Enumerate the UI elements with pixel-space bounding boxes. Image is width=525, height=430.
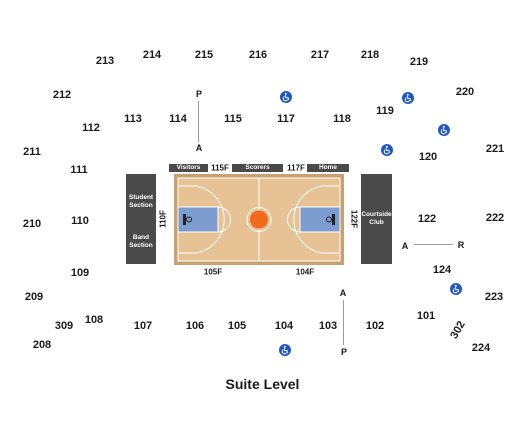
center-circle xyxy=(246,207,272,232)
section-124[interactable]: 124 xyxy=(432,264,452,276)
wheelchair-icon[interactable] xyxy=(402,92,414,104)
section-101[interactable]: 101 xyxy=(416,310,436,322)
section-302[interactable]: 302 xyxy=(448,319,468,341)
section-109[interactable]: 109 xyxy=(70,267,90,279)
section-119[interactable]: 119 xyxy=(376,105,394,117)
level-title: Suite Level xyxy=(225,376,300,392)
band-section-label: Band Section xyxy=(129,234,153,249)
section-102[interactable]: 102 xyxy=(365,320,385,332)
section-216[interactable]: 216 xyxy=(248,49,268,61)
visitors-bench-bar: Visitors xyxy=(169,164,208,172)
section-213[interactable]: 213 xyxy=(95,55,115,67)
section-120[interactable]: 120 xyxy=(418,151,438,163)
aisle-line-right xyxy=(414,244,453,245)
section-118[interactable]: 118 xyxy=(333,113,351,125)
marker-p-bottom: P xyxy=(340,347,348,357)
section-105[interactable]: 105 xyxy=(227,320,247,332)
section-212[interactable]: 212 xyxy=(52,89,72,101)
section-218[interactable]: 218 xyxy=(360,49,380,61)
section-115[interactable]: 115 xyxy=(224,113,242,125)
section-223[interactable]: 223 xyxy=(484,291,504,303)
section-104[interactable]: 104 xyxy=(274,320,294,332)
floor-section-115f[interactable]: 115F xyxy=(211,163,229,173)
section-224[interactable]: 224 xyxy=(471,342,491,354)
section-217[interactable]: 217 xyxy=(310,49,330,61)
section-214[interactable]: 214 xyxy=(142,49,162,61)
right-free-throw-arc xyxy=(287,206,301,233)
marker-a-right: A xyxy=(401,241,409,251)
wheelchair-icon[interactable] xyxy=(279,344,291,356)
section-208[interactable]: 208 xyxy=(32,339,52,351)
basketball-icon xyxy=(250,210,268,229)
student-band-section-block[interactable]: Student Section Band Section xyxy=(126,174,156,264)
section-210[interactable]: 210 xyxy=(22,218,42,230)
section-111[interactable]: 111 xyxy=(70,164,88,176)
section-117[interactable]: 117 xyxy=(277,113,295,125)
floor-section-110f[interactable]: 110F xyxy=(158,210,168,228)
aisle-line-bottom xyxy=(343,300,344,345)
left-free-throw-arc xyxy=(217,206,231,233)
section-219[interactable]: 219 xyxy=(409,56,429,68)
student-section-label: Student Section xyxy=(128,194,154,209)
section-113[interactable]: 113 xyxy=(124,113,142,125)
basketball-court xyxy=(174,174,344,265)
section-106[interactable]: 106 xyxy=(185,320,205,332)
left-three-point-line xyxy=(178,185,225,254)
section-221[interactable]: 221 xyxy=(485,143,505,155)
aisle-line-top xyxy=(198,101,199,142)
section-108[interactable]: 108 xyxy=(84,314,104,326)
section-309[interactable]: 309 xyxy=(54,320,74,332)
wheelchair-icon[interactable] xyxy=(381,144,393,156)
section-110[interactable]: 110 xyxy=(71,215,89,227)
section-211[interactable]: 211 xyxy=(23,146,41,158)
left-backboard xyxy=(183,214,186,225)
section-122[interactable]: 122 xyxy=(417,213,437,225)
wheelchair-icon[interactable] xyxy=(438,124,450,136)
courtside-club-block[interactable]: Courtside Club xyxy=(361,174,392,264)
section-209[interactable]: 209 xyxy=(24,291,44,303)
marker-a-bottom: A xyxy=(339,288,347,298)
courtside-club-label: Courtside Club xyxy=(361,211,392,226)
floor-section-117f[interactable]: 117F xyxy=(287,163,305,173)
wheelchair-icon[interactable] xyxy=(280,91,292,103)
floor-section-105f[interactable]: 105F xyxy=(203,267,223,277)
home-bench-bar: Home xyxy=(307,164,349,172)
floor-section-122f[interactable]: 122F xyxy=(349,209,359,229)
left-hoop xyxy=(186,216,192,223)
section-107[interactable]: 107 xyxy=(133,320,153,332)
marker-a-top: A xyxy=(195,143,203,153)
section-220[interactable]: 220 xyxy=(455,86,475,98)
right-backboard xyxy=(332,214,335,225)
section-114[interactable]: 114 xyxy=(169,113,187,125)
section-222[interactable]: 222 xyxy=(485,212,505,224)
section-103[interactable]: 103 xyxy=(318,320,338,332)
marker-p-top: P xyxy=(195,89,203,99)
section-215[interactable]: 215 xyxy=(194,49,214,61)
section-112[interactable]: 112 xyxy=(82,122,100,134)
right-three-point-line xyxy=(293,185,340,254)
wheelchair-icon[interactable] xyxy=(450,283,462,295)
floor-section-104f[interactable]: 104F xyxy=(295,267,315,277)
right-hoop xyxy=(326,216,332,223)
scorers-table-bar: Scorers xyxy=(232,164,283,172)
marker-r-right: R xyxy=(457,240,465,250)
